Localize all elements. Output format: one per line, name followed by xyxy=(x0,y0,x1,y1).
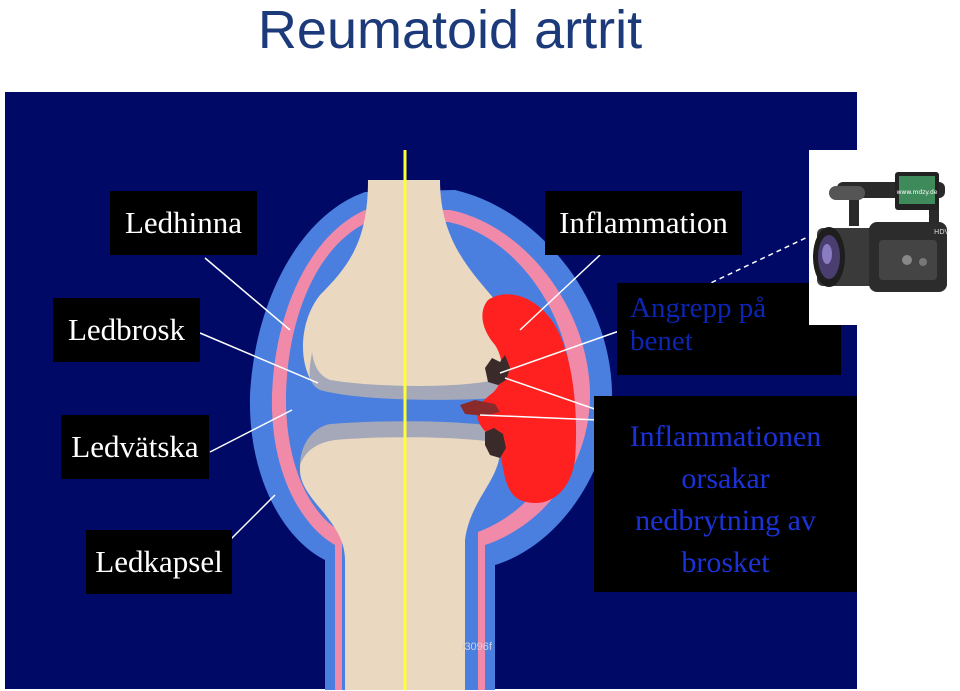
attack-label-line2: benet xyxy=(630,325,693,357)
label-ledvatska-text: Ledvätska xyxy=(71,429,199,464)
leader-ledvatska xyxy=(209,409,293,453)
cause-line-3: nedbrytning av xyxy=(635,504,816,537)
lower-bone xyxy=(300,425,500,690)
label-ledvatska: Ledvätska xyxy=(61,415,209,479)
camcorder-icon: www.mdzy.de HDV xyxy=(813,172,950,292)
label-ledhinna: Ledhinna xyxy=(110,191,257,255)
cause-line-4: brosket xyxy=(681,546,770,579)
leader-ledkapsel xyxy=(229,494,276,541)
attack-label-box xyxy=(617,283,841,375)
image-code: i3096f xyxy=(462,641,492,653)
camera-sightline-upper xyxy=(621,234,813,326)
upper-cartilage xyxy=(309,352,499,400)
leader-ledbrosk xyxy=(199,332,319,384)
attack-label-line1: Angrepp på xyxy=(630,292,767,324)
label-ledkapsel: Ledkapsel xyxy=(86,530,232,594)
cause-label-box: Inflammationen orsakar nedbrytning av br… xyxy=(594,396,857,592)
bone-erosion-upper xyxy=(485,355,510,385)
leader-ledhinna xyxy=(204,257,291,331)
cause-line-1: Inflammationen xyxy=(629,420,822,453)
label-ledhinna-text: Ledhinna xyxy=(124,205,243,240)
slide-title: Reumatoid artrit xyxy=(257,0,643,60)
label-ledbrosk-text: Ledbrosk xyxy=(67,312,186,347)
camera-brand: HDV xyxy=(934,228,950,236)
leader-inflammation xyxy=(519,254,601,331)
lower-cartilage xyxy=(300,421,499,465)
upper-bone xyxy=(302,180,502,398)
label-ledkapsel-text: Ledkapsel xyxy=(95,544,223,579)
leader-cause xyxy=(479,414,599,421)
cause-line-2: orsakar xyxy=(681,462,770,495)
attack-label: Angrepp på benet xyxy=(630,292,766,358)
bone-erosion-middle xyxy=(460,400,500,416)
label-inflammation-text: Inflammation xyxy=(559,205,728,240)
label-inflammation: Inflammation xyxy=(545,191,742,255)
label-ledbrosk: Ledbrosk xyxy=(53,298,200,362)
bone-erosion-lower xyxy=(485,428,506,458)
camera-screen-text: www.mdzy.de xyxy=(897,189,938,196)
leader-attack-1 xyxy=(499,329,623,374)
camcorder-image: www.mdzy.de HDV xyxy=(809,150,960,325)
